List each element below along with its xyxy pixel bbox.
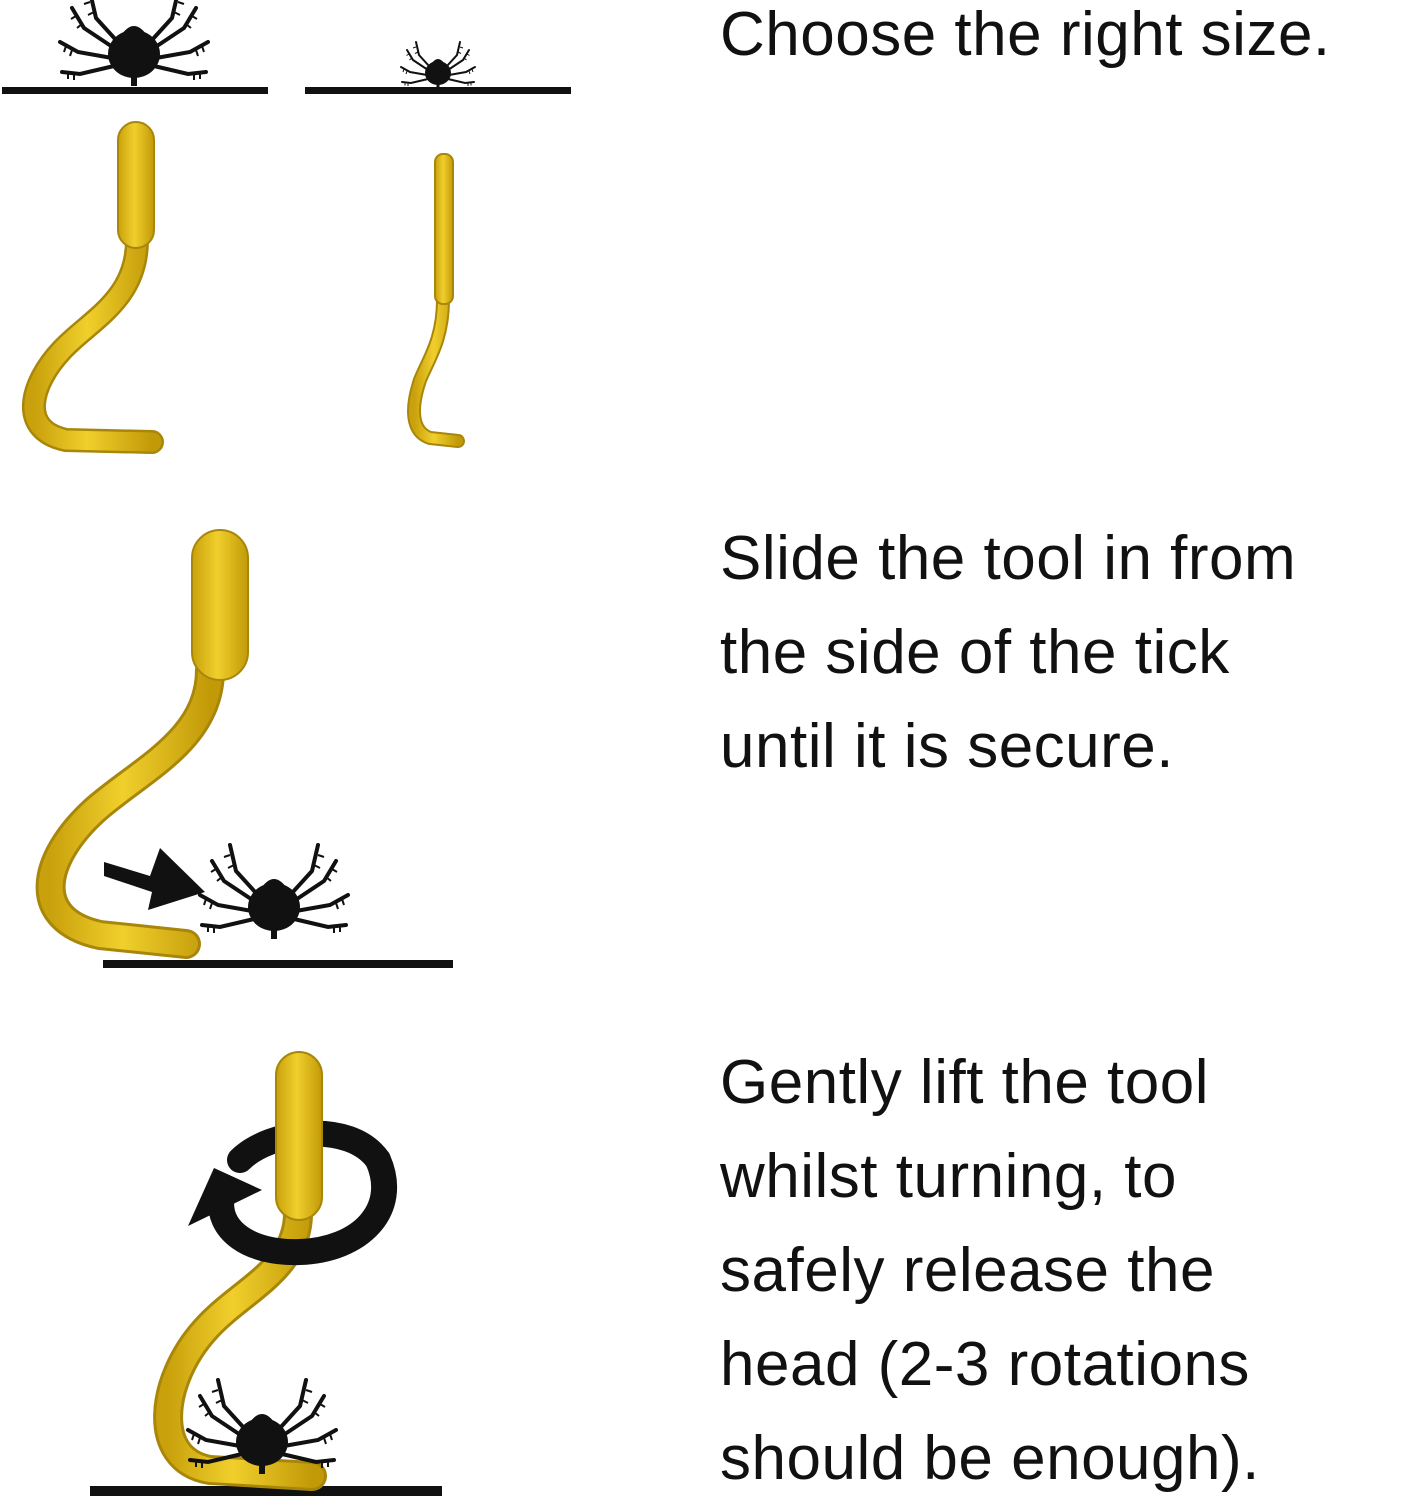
- instruction-line: Slide the tool in from: [720, 524, 1297, 593]
- skin-line: [103, 960, 453, 968]
- step-2-instruction: Slide the tool in from the side of the t…: [720, 512, 1296, 794]
- tick-icon: [198, 843, 350, 941]
- instruction-line: head (2-3 rotations: [720, 1330, 1250, 1399]
- tick-icon: [186, 1378, 338, 1476]
- large-tick-icon: [58, 0, 210, 88]
- large-tick-remover-icon: [22, 121, 164, 454]
- step-1-illustration: [2, 0, 571, 454]
- step-3-instruction: Gently lift the tool whilst turning, to …: [720, 1036, 1260, 1506]
- tick-remover-icon: [35, 529, 249, 959]
- instruction-line: Choose the right size.: [720, 0, 1331, 69]
- instruction-line: Gently lift the tool: [720, 1048, 1210, 1117]
- step-2-illustration: [35, 529, 453, 968]
- skin-line: [90, 1486, 442, 1496]
- skin-line: [2, 87, 268, 94]
- instruction-line: whilst turning, to: [720, 1142, 1177, 1211]
- step-3-illustration: [90, 1051, 442, 1496]
- skin-line: [305, 87, 571, 94]
- small-tick-remover-icon: [407, 153, 465, 448]
- rotation-arrow-icon: [188, 1147, 398, 1266]
- instruction-line: until it is secure.: [720, 712, 1175, 781]
- small-tick-icon: [400, 41, 476, 90]
- instruction-line: safely release the: [720, 1236, 1215, 1305]
- instruction-line: the side of the tick: [720, 618, 1230, 687]
- instruction-line: should be enough).: [720, 1424, 1260, 1493]
- arrow-right-icon: [104, 848, 205, 910]
- tick-remover-icon: [275, 1051, 323, 1221]
- step-1-instruction: Choose the right size.: [720, 0, 1331, 82]
